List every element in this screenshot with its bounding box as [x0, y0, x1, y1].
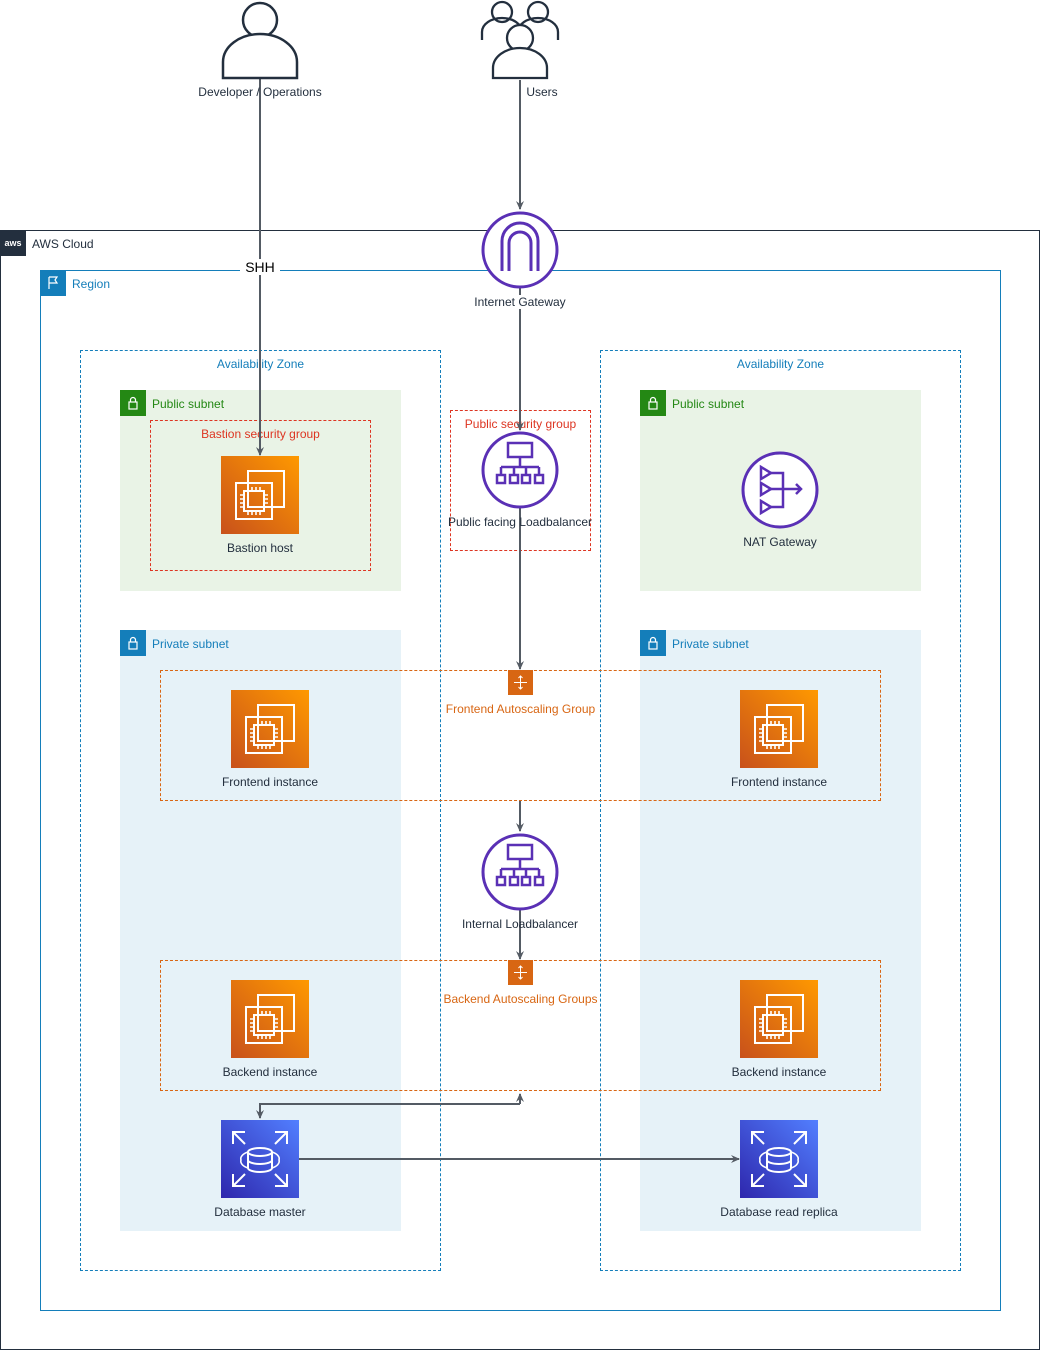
- az-left-label: Availability Zone: [216, 357, 305, 371]
- ec2-instance-icon: [231, 980, 309, 1058]
- rds-database-icon: [740, 1120, 818, 1198]
- db-master-label: Database master: [214, 1205, 306, 1219]
- db-replica-label: Database read replica: [720, 1205, 838, 1219]
- nat-gateway-label: NAT Gateway: [743, 535, 817, 549]
- backend-autoscaling-group-label: Backend Autoscaling Groups: [443, 992, 598, 1006]
- public-subnet-left-label: Public subnet: [152, 397, 225, 411]
- rds-database-icon: [221, 1120, 299, 1198]
- bastion-security-group-label: Bastion security group: [201, 427, 320, 441]
- lock-icon: [120, 630, 146, 656]
- az-right-label: Availability Zone: [736, 357, 825, 371]
- aws-cloud-label: AWS Cloud: [32, 237, 94, 251]
- aws-logo-icon: aws: [0, 230, 26, 256]
- private-subnet-right-label: Private subnet: [672, 637, 749, 651]
- backend-left-label: Backend instance: [222, 1065, 318, 1079]
- region-label: Region: [72, 277, 111, 291]
- load-balancer-icon: [481, 833, 559, 911]
- backend-right-label: Backend instance: [731, 1065, 827, 1079]
- ec2-instance-icon: [231, 690, 309, 768]
- public-subnet-right-label: Public subnet: [672, 397, 745, 411]
- autoscaling-icon: [508, 670, 533, 695]
- internet-gateway-icon: [481, 211, 559, 289]
- internet-gateway-label: Internet Gateway: [440, 295, 600, 309]
- autoscaling-icon: [508, 960, 533, 985]
- users-label: Users: [526, 85, 558, 99]
- frontend-autoscaling-group-label: Frontend Autoscaling Group: [445, 702, 596, 716]
- lock-icon: [640, 390, 666, 416]
- internal-lb-label: Internal Loadbalancer: [461, 917, 579, 931]
- lock-icon: [120, 390, 146, 416]
- frontend-left-label: Frontend instance: [221, 775, 319, 789]
- nat-gateway-icon: [741, 451, 819, 529]
- developer-label: Developer / Operations: [198, 85, 322, 99]
- region-flag-icon: [40, 270, 66, 296]
- users-icon: [480, 0, 560, 80]
- user-icon: [220, 0, 300, 80]
- ec2-instance-icon: [221, 456, 299, 534]
- public-lb-label: Public facing Loadbalancer: [447, 515, 593, 529]
- private-subnet-left-label: Private subnet: [152, 637, 229, 651]
- load-balancer-icon: [481, 431, 559, 509]
- ec2-instance-icon: [740, 690, 818, 768]
- ssh-edge-label: SHH: [240, 259, 280, 275]
- frontend-right-label: Frontend instance: [730, 775, 828, 789]
- ec2-instance-icon: [740, 980, 818, 1058]
- availability-zone-right: [600, 350, 961, 1271]
- bastion-host-label: Bastion host: [226, 541, 294, 555]
- public-security-group-label: Public security group: [464, 417, 577, 431]
- lock-icon: [640, 630, 666, 656]
